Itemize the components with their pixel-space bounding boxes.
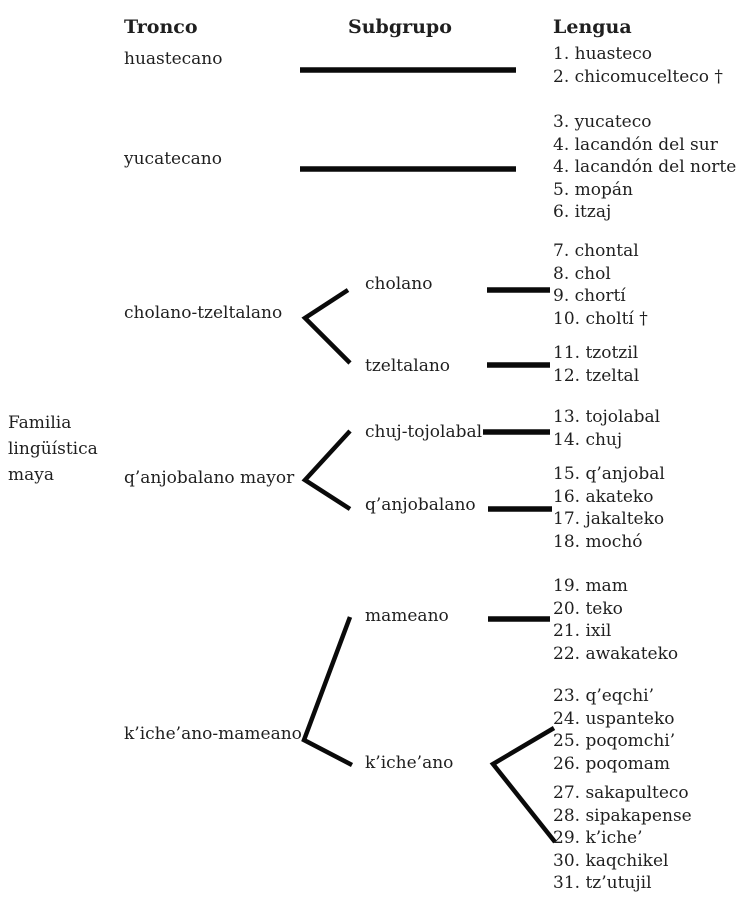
language-group-cholano: 7. chontal 8. chol 9. chortí 10. choltí … <box>553 240 648 330</box>
language-item: 1. huasteco <box>553 44 653 64</box>
kicheano-branch <box>489 726 557 844</box>
language-item: 17. jakalteko <box>553 509 665 530</box>
subgroup-qanjobalano: q’anjobalano <box>365 495 476 515</box>
language-item: 25. poqomchi’ <box>553 731 676 752</box>
language-item: 4. lacandón del norte <box>553 157 737 178</box>
subgroup-chuj-tojolabal: chuj-tojolabal <box>365 422 483 442</box>
cholano-tzeltalano-branch <box>301 288 352 365</box>
language-item: 18. mochó <box>553 531 643 552</box>
language-group-kicheano-lower: 27. sakapulteco 28. sipakapense 29. k’ic… <box>553 782 692 895</box>
language-item: 29. k’iche’ <box>553 828 643 849</box>
language-item: 28. sipakapense <box>553 805 692 826</box>
language-group-huastecano: 1. huasteco 2. chicomucelteco † <box>553 43 723 88</box>
subgroup-kicheano: k’iche’ano <box>365 753 454 773</box>
language-item: 26. poqomam <box>553 753 671 774</box>
language-item: 21. ixil <box>553 621 612 642</box>
language-group-mameano: 19. mam 20. teko 21. ixil 22. awakateko <box>553 575 678 665</box>
language-item: 27. sakapulteco <box>553 783 689 803</box>
language-item: 24. uspanteko <box>553 708 675 729</box>
language-item: 20. teko <box>553 598 623 619</box>
language-item: 4. lacandón del sur <box>553 134 718 155</box>
language-item: 23. q’eqchi’ <box>553 686 654 706</box>
language-item: 19. mam <box>553 576 628 596</box>
subgroup-mameano: mameano <box>365 606 449 626</box>
tronco-huastecano: huastecano <box>124 49 223 69</box>
language-group-yucatecano: 3. yucateco 4. lacandón del sur 4. lacan… <box>553 111 736 224</box>
column-header-tronco: Tronco <box>124 16 198 38</box>
language-item: 9. chortí <box>553 286 626 307</box>
column-header-subgrupo: Subgrupo <box>348 16 452 38</box>
language-item: 13. tojolabal <box>553 407 661 427</box>
language-item: 5. mopán <box>553 179 633 200</box>
language-item: 12. tzeltal <box>553 365 640 386</box>
language-item: 7. chontal <box>553 241 639 261</box>
language-item: 30. kaqchikel <box>553 850 669 871</box>
language-group-qanjobalano: 15. q’anjobal 16. akateko 17. jakalteko … <box>553 463 665 553</box>
language-item: 14. chuj <box>553 429 623 450</box>
subgroup-cholano: cholano <box>365 274 433 294</box>
subgroup-tzeltalano: tzeltalano <box>365 356 451 376</box>
language-item: 16. akateko <box>553 486 654 507</box>
language-item: 3. yucateco <box>553 112 652 132</box>
language-item: 15. q’anjobal <box>553 464 665 484</box>
language-item: 11. tzotzil <box>553 343 639 363</box>
family-root-label: Familia lingüística maya <box>8 413 98 485</box>
language-group-chuj-tojolabal: 13. tojolabal 14. chuj <box>553 406 660 451</box>
tronco-qanjobalano-mayor: q’anjobalano mayor <box>124 468 295 488</box>
language-item: 2. chicomucelteco † <box>553 66 723 87</box>
tronco-cholano-tzeltalano: cholano-tzeltalano <box>124 303 283 323</box>
language-item: 6. itzaj <box>553 202 612 223</box>
language-item: 22. awakateko <box>553 643 679 664</box>
tronco-kicheano-mameano: k’iche’ano-mameano <box>124 724 302 744</box>
tronco-yucatecano: yucatecano <box>124 149 222 169</box>
language-item: 10. choltí † <box>553 308 648 329</box>
language-group-tzeltalano: 11. tzotzil 12. tzeltal <box>553 342 639 387</box>
column-header-lengua: Lengua <box>553 16 632 38</box>
language-group-kicheano-upper: 23. q’eqchi’ 24. uspanteko 25. poqomchi’… <box>553 685 675 775</box>
kicheano-mameano-branch <box>301 616 354 767</box>
language-item: 31. tz’utujil <box>553 873 652 894</box>
language-item: 8. chol <box>553 263 611 284</box>
qanjobalano-mayor-branch <box>301 429 352 511</box>
